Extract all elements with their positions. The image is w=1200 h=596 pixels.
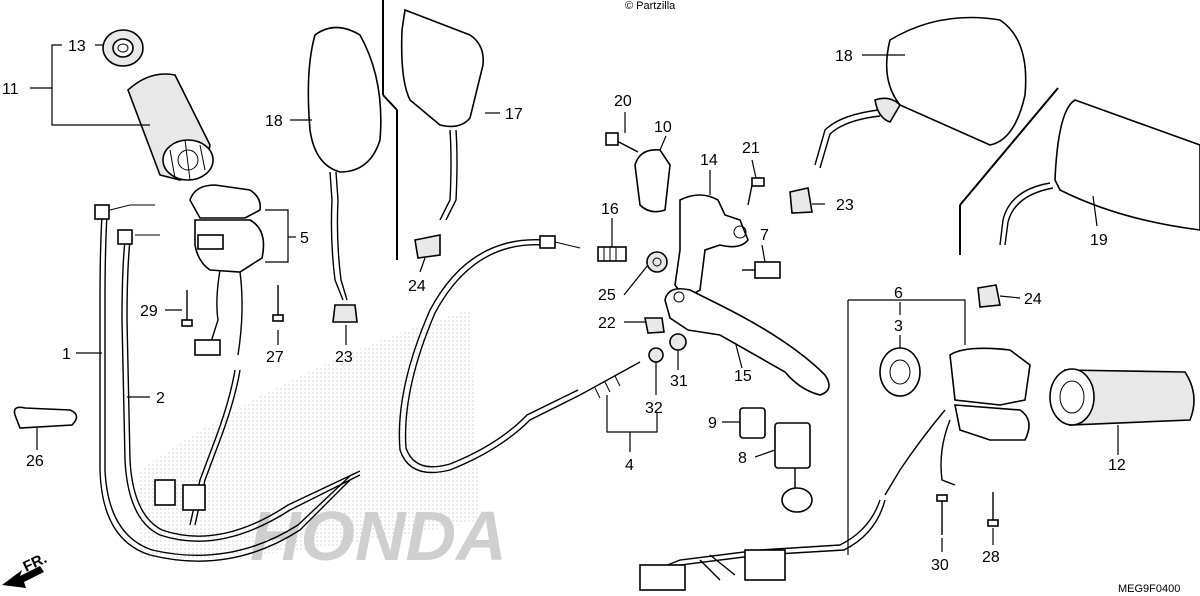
callout-12: 12 xyxy=(1108,457,1126,474)
callout-labels: 13 11 5 18 17 29 27 1 2 26 24 23 20 10 1… xyxy=(2,38,1126,574)
relay-small xyxy=(739,407,766,439)
front-direction-arrow: FR. xyxy=(2,550,50,588)
bolt-27 xyxy=(272,285,284,322)
callout-3: 3 xyxy=(894,318,903,335)
callout-22: 22 xyxy=(598,315,616,332)
bolt-20 xyxy=(605,132,639,153)
mirror-nut-23-left xyxy=(332,304,358,323)
throttle-cable-1 xyxy=(94,204,351,562)
callout-7: 7 xyxy=(760,227,769,244)
copyright-text: © Partzilla xyxy=(625,0,676,12)
callout-16: 16 xyxy=(601,201,619,218)
throttle-grip xyxy=(127,73,214,181)
front-direction-label: FR. xyxy=(21,550,50,576)
right-switch-housing xyxy=(189,184,265,356)
callout-10: 10 xyxy=(654,119,672,136)
callout-27: 27 xyxy=(266,349,284,366)
mirror-left-angular xyxy=(400,8,485,221)
leader-lines xyxy=(30,44,1119,555)
callout-2: 2 xyxy=(156,390,165,407)
section-separators xyxy=(382,0,1059,260)
nut-31 xyxy=(669,333,687,351)
callout-31: 31 xyxy=(670,373,688,390)
callout-8: 8 xyxy=(738,450,747,467)
callout-28: 28 xyxy=(982,549,1000,566)
callout-24-right: 24 xyxy=(1024,291,1042,308)
callout-18-left: 18 xyxy=(265,113,283,130)
callout-23-right: 23 xyxy=(836,197,854,214)
honda-watermark: HONDA xyxy=(140,310,507,575)
nut-32 xyxy=(648,347,664,363)
callout-9: 9 xyxy=(708,415,717,432)
callout-18-right: 18 xyxy=(835,48,853,65)
callout-11: 11 xyxy=(2,81,19,98)
clutch-lever xyxy=(664,287,830,396)
mirror-nut-24-left xyxy=(414,234,441,259)
diagram-code: MEG9F0400 xyxy=(1118,583,1180,595)
callout-14: 14 xyxy=(700,152,718,169)
cable-adjuster xyxy=(597,246,627,262)
callout-32: 32 xyxy=(645,400,663,417)
adjuster-nut xyxy=(646,251,668,273)
clutch-cable xyxy=(398,235,641,474)
clutch-lever-bracket xyxy=(674,194,749,295)
callout-17: 17 xyxy=(505,106,523,123)
brand-watermark: HONDA xyxy=(250,497,507,575)
bolt-30 xyxy=(936,494,948,535)
left-switch-housing xyxy=(884,347,1031,496)
relay-large xyxy=(774,422,811,488)
lever-nut xyxy=(644,317,665,334)
callout-13: 13 xyxy=(68,38,86,55)
callout-1: 1 xyxy=(62,346,71,363)
grip-end-cap xyxy=(102,29,144,67)
callout-29: 29 xyxy=(140,303,158,320)
callout-21: 21 xyxy=(742,140,760,157)
clutch-holder-clamp xyxy=(634,148,671,213)
mirror-nut-24-right xyxy=(977,284,1001,308)
bolt-29 xyxy=(181,290,193,327)
mirror-right-round xyxy=(814,16,1027,169)
callout-6: 6 xyxy=(894,285,903,302)
callout-23-left: 23 xyxy=(335,349,353,366)
callout-5: 5 xyxy=(300,230,309,247)
callout-26: 26 xyxy=(26,453,44,470)
mirror-left-round xyxy=(307,26,382,301)
main-wire-harness xyxy=(639,487,886,591)
callout-25: 25 xyxy=(598,287,616,304)
callout-19: 19 xyxy=(1090,232,1108,249)
right-switch-harness xyxy=(154,369,241,526)
throttle-cable-2 xyxy=(117,229,361,542)
callout-15: 15 xyxy=(734,368,752,385)
cable-clamp xyxy=(13,406,78,429)
callout-24-left: 24 xyxy=(408,278,426,295)
callout-20: 20 xyxy=(614,93,632,110)
callout-30: 30 xyxy=(931,557,949,574)
clutch-switch xyxy=(742,261,781,279)
mirror-nut-23-right xyxy=(789,187,813,214)
bolt-28 xyxy=(987,492,999,527)
bolt-21 xyxy=(747,177,765,206)
left-grip xyxy=(1049,368,1195,426)
callout-4: 4 xyxy=(625,457,634,474)
switch-grommet xyxy=(879,347,921,397)
